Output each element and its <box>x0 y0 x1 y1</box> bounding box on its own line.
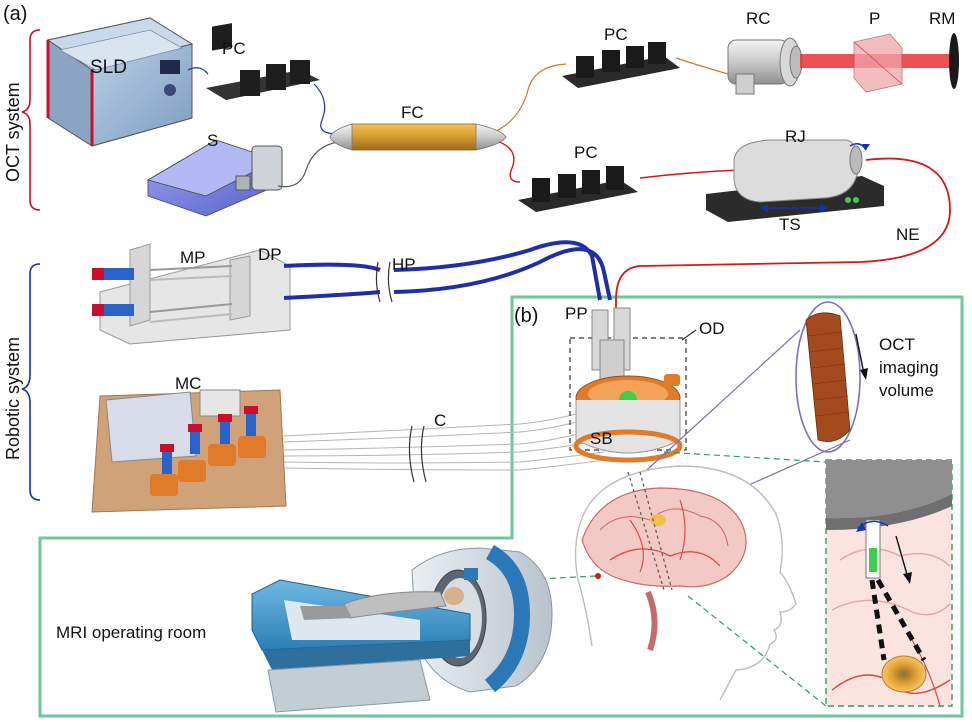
sb-label: SB <box>590 429 613 448</box>
dp-label: DP <box>258 245 282 264</box>
ts-label: TS <box>779 215 801 234</box>
robot-head <box>573 307 683 463</box>
probe-trajectory <box>627 471 665 591</box>
mri-room-label: MRI operating room <box>56 623 207 642</box>
pc-sample-label: PC <box>574 143 598 162</box>
probe-trajectory-2 <box>639 471 673 591</box>
rc-label: RC <box>746 9 771 28</box>
pc-top-controller <box>206 23 320 100</box>
oct-volume-label-3: volume <box>879 381 934 400</box>
patient <box>300 587 464 620</box>
zoom-inset-content <box>826 460 952 707</box>
oct-volume-label-1: OCT <box>879 335 915 354</box>
panel-a-label: (a) <box>3 3 28 25</box>
pp-label: PP <box>565 304 588 323</box>
pc-sample-controller <box>518 166 638 212</box>
c-cables <box>283 407 607 471</box>
robotic-system-label: Robotic system <box>3 336 23 460</box>
mri-point <box>595 573 601 579</box>
master-pumps <box>92 243 291 345</box>
mc-label: MC <box>175 374 202 393</box>
fiber-coupler <box>329 123 507 151</box>
hp-tube-2 <box>283 247 612 301</box>
fiber-pc-to-fc <box>313 83 339 135</box>
pc-ref-label: PC <box>604 25 628 44</box>
od-label: OD <box>699 319 725 338</box>
pc-top-label: PC <box>222 39 246 58</box>
ne-fiber <box>615 157 951 318</box>
mp-label: MP <box>180 248 206 267</box>
ts-arrow <box>760 204 828 212</box>
motor-controller <box>91 389 287 513</box>
s-label: S <box>207 131 219 150</box>
reference-mirror <box>949 33 959 89</box>
c-label: C <box>434 411 447 430</box>
pc-reference-controller <box>562 42 680 88</box>
p-label: P <box>869 9 881 28</box>
zoom-line-top <box>663 451 827 463</box>
oct-volume-scan <box>805 312 851 443</box>
rotary-joint-stage <box>706 139 884 222</box>
oct-volume-stripes <box>807 331 850 417</box>
sld-device <box>46 17 194 147</box>
robotic-system-bracket <box>21 263 41 501</box>
ne-label: NE <box>896 225 920 244</box>
head-outline <box>574 465 797 701</box>
rj-label: RJ <box>785 127 806 146</box>
reference-collimator <box>727 37 803 95</box>
fiber-s-to-fc <box>277 141 339 188</box>
hp-label: HP <box>392 255 416 274</box>
sld-label: SLD <box>90 57 127 78</box>
spectrometer <box>146 139 283 217</box>
od-pointer <box>681 329 697 341</box>
fiber-ref-to-rc <box>675 57 729 75</box>
hp-break <box>375 261 393 303</box>
fiber-fc-to-sample <box>493 139 521 183</box>
rm-label: RM <box>929 9 956 28</box>
oct-zoom-line-1 <box>637 329 801 479</box>
oct-volume-label-2: imaging <box>879 358 939 377</box>
fiber-pc-to-rj <box>639 169 741 179</box>
scan-direction-arrow <box>855 333 868 380</box>
fiber-sld-to-pc <box>187 67 209 75</box>
polarizer-cube <box>853 33 903 93</box>
panel-b-label: (b) <box>514 305 539 327</box>
panel-b-border <box>38 295 964 718</box>
c-break <box>408 425 427 483</box>
oct-system-label: OCT system <box>3 82 23 182</box>
fiber-fc-to-ref <box>493 63 567 133</box>
hp-tube-1 <box>283 240 602 301</box>
oct-volume-oval <box>795 301 861 453</box>
fc-label: FC <box>401 103 424 122</box>
oct-system-bracket <box>21 29 41 211</box>
